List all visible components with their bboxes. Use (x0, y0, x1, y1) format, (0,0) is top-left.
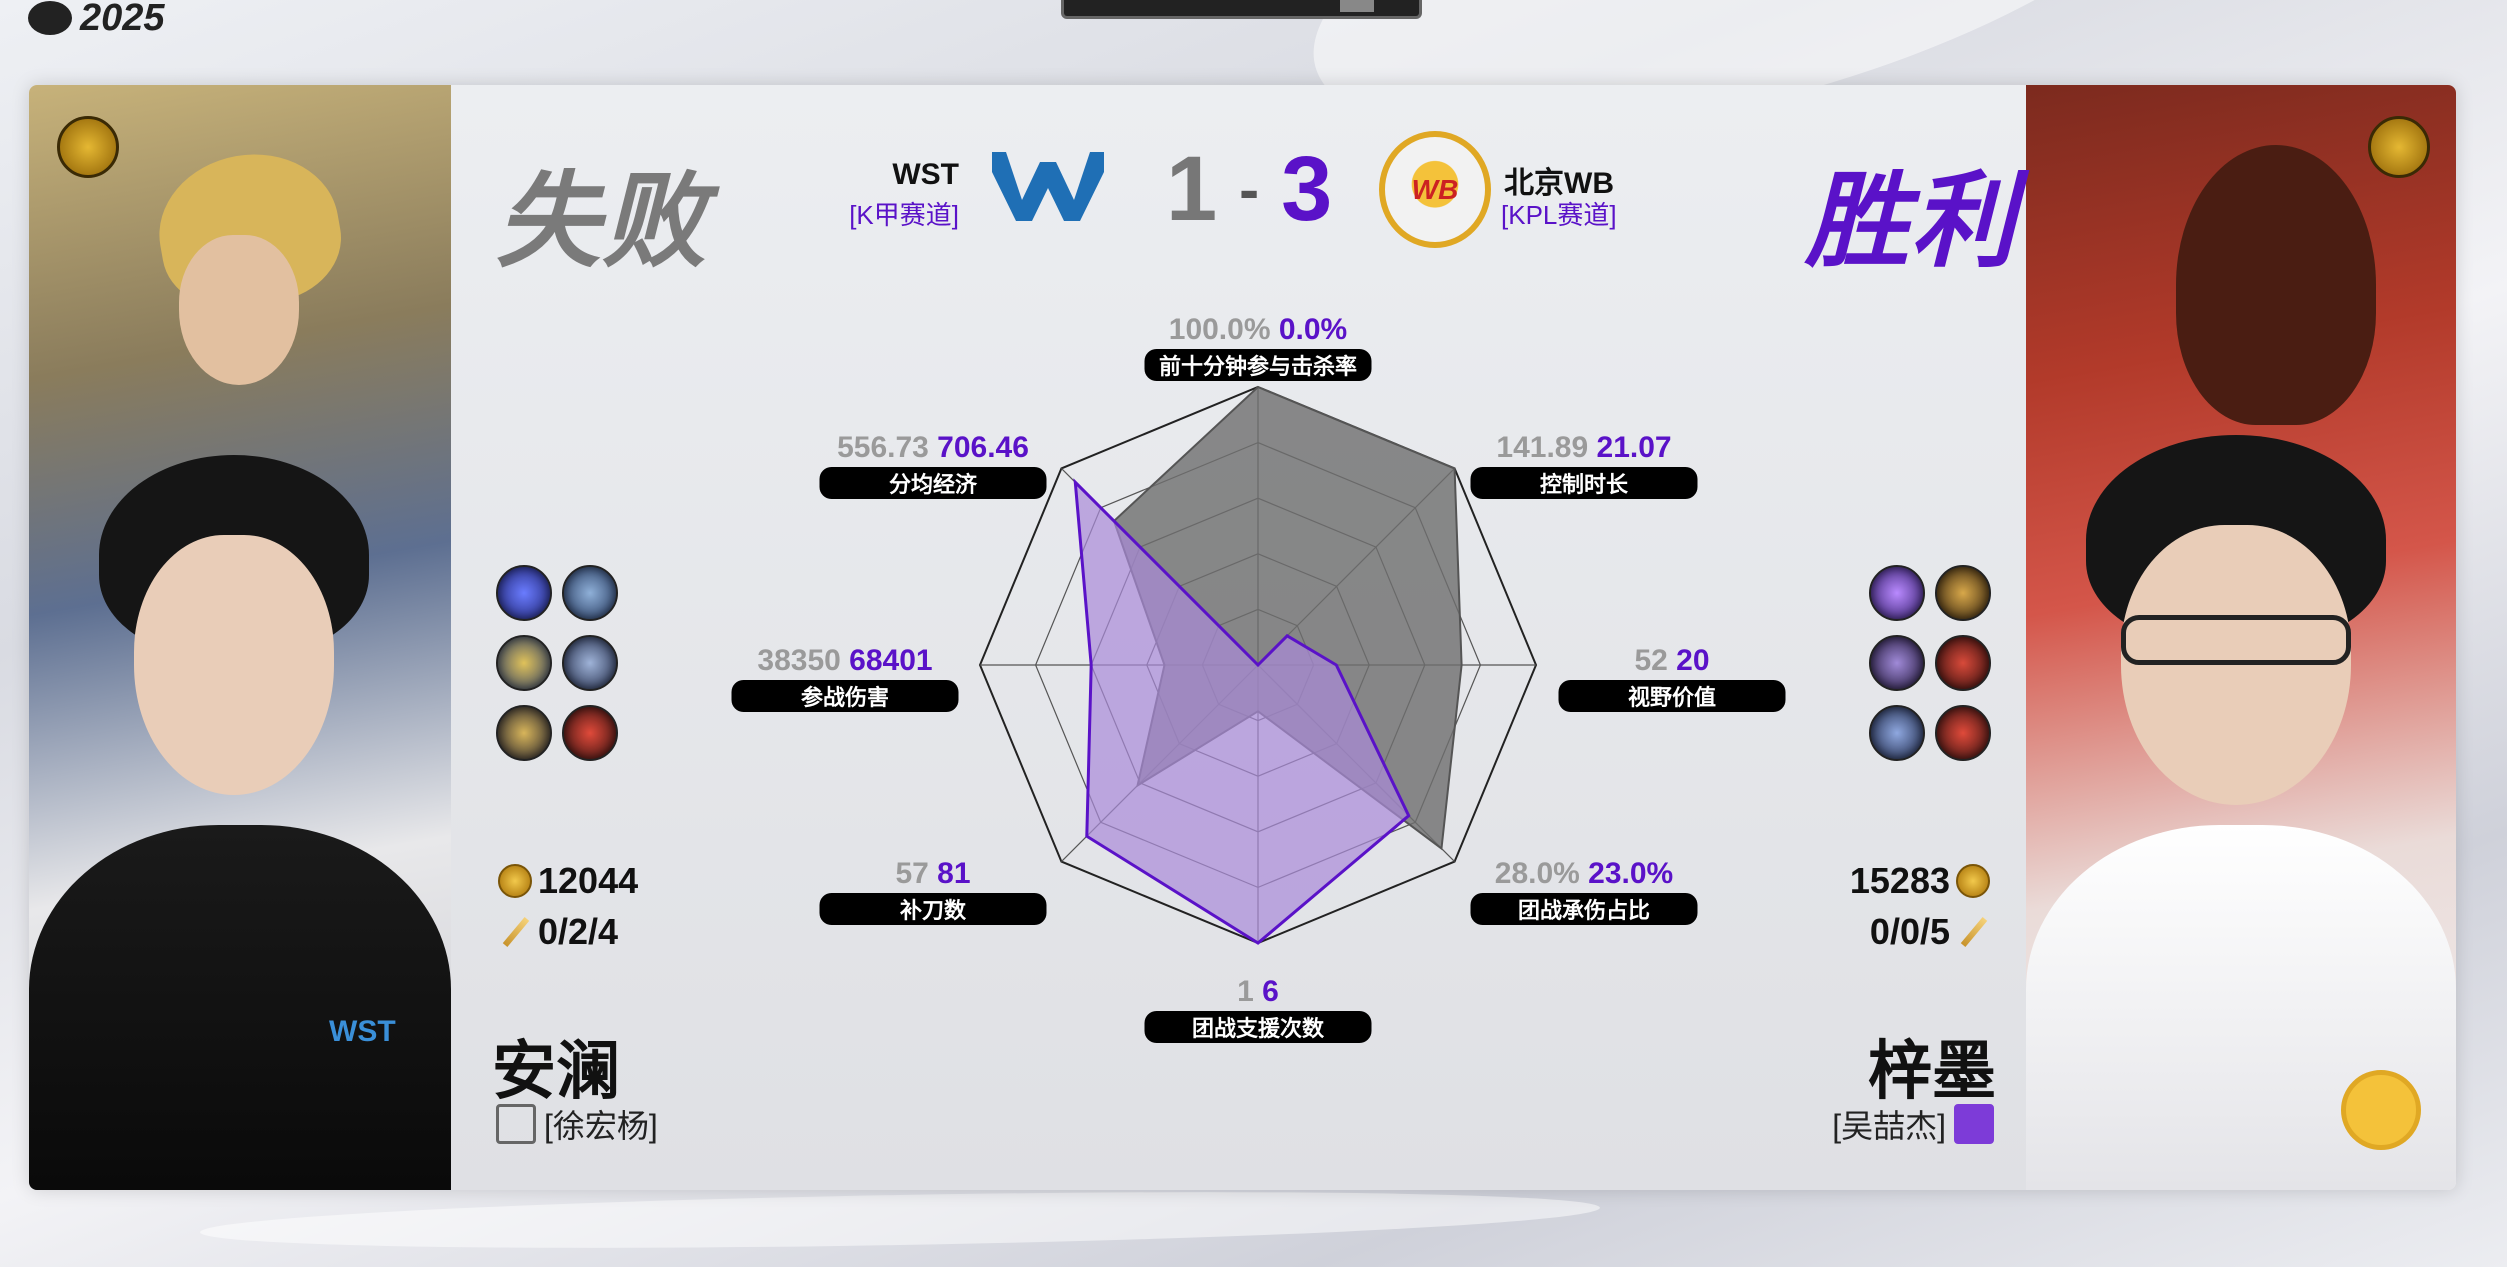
left-value: 100.0% (1168, 313, 1279, 346)
item-icon[interactable] (1935, 635, 1991, 691)
item-icon[interactable] (1869, 635, 1925, 691)
sword-icon (1956, 915, 1990, 949)
emblem-icon (28, 1, 72, 35)
item-icon[interactable] (1869, 705, 1925, 761)
axis-values: 57 81 (895, 857, 970, 891)
right-value: 81 (937, 857, 971, 890)
axis-values: 28.0% 23.0% (1495, 857, 1673, 891)
left-value: 1 (1237, 975, 1263, 1008)
item-icon[interactable] (1935, 705, 1991, 761)
right-team-name: 北京WB (1504, 167, 1614, 200)
item-icon[interactable] (562, 565, 618, 621)
event-year: 2025 (80, 0, 165, 39)
item-icon[interactable] (496, 705, 552, 761)
item-icon[interactable] (562, 635, 618, 691)
item-icon[interactable] (562, 705, 618, 761)
wb-logo: WB (1379, 131, 1491, 248)
axis-values: 100.0% 0.0% (1169, 313, 1347, 347)
item-icon[interactable] (496, 565, 552, 621)
left-items (496, 565, 618, 761)
left-team-league: [K甲赛道] (849, 200, 959, 230)
axis-values: 141.89 21.07 (1496, 431, 1671, 465)
right-value: 23.0% (1588, 857, 1674, 890)
player-id: [徐宏杨] (544, 1108, 658, 1144)
axis-label: 视野价值 (1558, 680, 1786, 712)
player-id: [吴喆杰] (1832, 1108, 1946, 1144)
kda-value: 0/0/5 (1869, 911, 1950, 952)
axis-label: 参战伤害 (731, 680, 959, 712)
axis-values: 1 6 (1237, 975, 1279, 1009)
axis-label: 团战承伤占比 (1470, 893, 1698, 925)
event-logo: 2025 (28, 0, 165, 39)
axis-label: 控制时长 (1470, 467, 1698, 499)
left-value: 28.0% (1494, 857, 1589, 890)
right-value: 68401 (849, 644, 933, 677)
axis-values: 38350 68401 (757, 644, 932, 678)
right-player-series (1073, 478, 1411, 945)
bg-swoosh (199, 1182, 1601, 1258)
right-value: 0.0% (1278, 313, 1348, 346)
right-score: 3 (1281, 138, 1333, 240)
right-team-league: [KPL赛道] (1501, 200, 1617, 230)
right-value: 21.07 (1596, 431, 1672, 464)
left-value: 556.73 (837, 431, 938, 464)
left-player-name: [徐宏杨] (496, 1101, 658, 1147)
item-icon[interactable] (496, 635, 552, 691)
axis-values: 52 20 (1634, 644, 1709, 678)
item-icon[interactable] (1869, 565, 1925, 621)
left-hero-name: 安澜 (492, 1035, 620, 1107)
left-kda: 0/2/4 (498, 911, 618, 953)
result-lose: 失败 (496, 164, 709, 280)
position-icon (1954, 1104, 1994, 1144)
item-icon[interactable] (1935, 565, 1991, 621)
gold-value: 12044 (538, 860, 639, 901)
top-overlay-bar (1061, 0, 1422, 19)
score-separator: - (1239, 156, 1260, 223)
result-win: 胜利 (1805, 164, 2018, 280)
right-hero-name: 梓墨 (1868, 1035, 1996, 1107)
coin-emblem-icon (2368, 116, 2430, 178)
right-player-name: [吴喆杰] (1832, 1101, 1994, 1147)
left-player-portrait: WST (29, 85, 451, 1190)
gold-coin-icon (1956, 864, 1990, 898)
position-icon (496, 1104, 536, 1144)
right-value: 20 (1676, 644, 1710, 677)
wst-logo (992, 152, 1104, 221)
right-value: 706.46 (937, 431, 1029, 464)
jersey-logo: WST (329, 1015, 396, 1048)
right-player-portrait (2026, 85, 2456, 1190)
axis-label: 补刀数 (819, 893, 1047, 925)
match-stats-card: WST 失败 胜利 WST [K甲赛道] 1-3 WB 北京WB [KPL赛道]… (29, 85, 2456, 1190)
left-value: 141.89 (1496, 431, 1597, 464)
gold-value: 15283 (1849, 860, 1950, 901)
kda-value: 0/2/4 (538, 911, 619, 952)
right-kda: 0/0/5 (1870, 911, 1990, 953)
right-gold: 15283 (1850, 860, 1990, 902)
gold-coin-icon (498, 864, 532, 898)
axis-label: 分均经济 (819, 467, 1047, 499)
axis-values: 556.73 706.46 (837, 431, 1029, 465)
left-score: 1 (1166, 138, 1218, 240)
left-value: 52 (1634, 644, 1677, 677)
axis-label: 前十分钟参与击杀率 (1144, 349, 1372, 381)
left-value: 38350 (757, 644, 850, 677)
right-value: 6 (1262, 975, 1279, 1008)
axis-label: 团战支援次数 (1144, 1011, 1372, 1043)
series-score: 1-3 (1166, 137, 1332, 242)
coin-emblem-icon (57, 116, 119, 178)
left-team-name: WST (892, 158, 959, 191)
left-value: 57 (895, 857, 938, 890)
left-gold: 12044 (498, 860, 638, 902)
right-items (1869, 565, 1991, 761)
sword-icon (498, 915, 532, 949)
radar-chart (978, 385, 1538, 945)
